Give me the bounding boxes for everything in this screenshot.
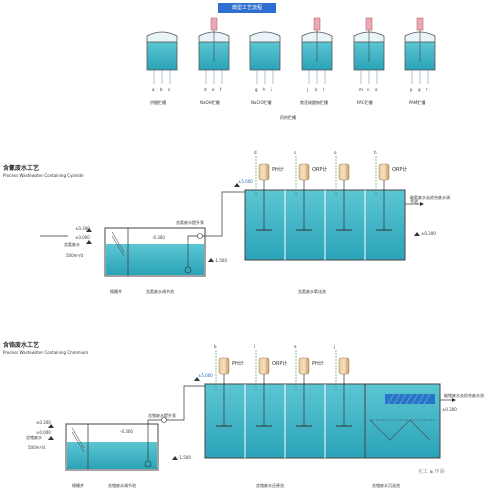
tank-label-bisulfite: 焦亚硫酸钠贮槽 [300,100,328,105]
watermark: 化工 ▪ 环保 [418,469,445,475]
chromium-caption: 含铬废水还原池 [256,483,284,488]
reactor-letter: i [254,344,256,349]
tank-bisulfite [301,17,333,71]
chromium-level: ±0.000 [36,430,51,435]
tank-letter: i [271,87,273,92]
section-header: 典型工艺流程 [218,3,276,13]
cyanide-caption: 含氰废水调节池 [146,289,174,294]
tank-letter: r [426,87,428,92]
cyanide-inflow-label: 含氰废水 [64,242,80,247]
reactor-letter: s [294,150,297,155]
chromium-sensor: PH计 [232,361,244,367]
cyanide-process [40,156,424,277]
chromium-level: ±5.000 [198,373,213,378]
tank-label-pac: PAC贮槽 [357,100,373,105]
chromium-caption: 含铬废水沉淀池 [372,483,400,488]
tank-pac [353,17,385,71]
chromium-level: ±0.300 [36,420,51,425]
tank-letter: c [168,87,171,92]
cyanide-flow: 500m³/d [66,253,84,258]
chromium-caption: 含铬废水调节池 [108,483,136,488]
tank-letter: g [255,87,258,92]
reactor-letter: b [214,344,217,349]
chromium-flow: 500m³/d [28,445,46,450]
tank-label-acid: 供酸贮槽 [150,100,166,105]
tank-letter: k [315,87,318,92]
chromium-level: -0.300 [120,429,133,434]
tank-letter: h [263,87,266,92]
cyanide-caption: 格栅井 [110,289,122,294]
cyanide-level: -0.300 [152,235,165,240]
tank-naoh [198,17,230,71]
tank-letter: e [212,87,215,92]
tank-letter: f [220,87,222,92]
storage-tanks-row [146,17,436,84]
cyanide-level: ±0.000 [75,235,90,240]
tank-letter: l [323,87,325,92]
cyanide-level: ±0.300 [421,231,436,236]
chromium-outlet: 破铬废水去综合废水池 [444,393,484,398]
tank-acid [146,31,178,71]
chromium-process [48,350,456,471]
cyanide-title: 含氰废水工艺 [3,165,40,172]
tank-label-naclo: NaClO贮槽 [251,100,272,105]
chromium-pump-label: 含铬废水提升泵 [148,413,176,418]
chromium-level: -1.500 [178,455,191,460]
tank-letter: d [204,87,207,92]
chromium-title: 含铬废水工艺 [3,342,40,349]
chromium-level: ±0.300 [442,407,457,412]
chromium-caption: 格栅井 [72,483,84,488]
chromium-mixers [216,357,352,427]
cyanide-sensor: ORP计 [312,167,328,173]
tank-letter: m [359,87,363,92]
tank-letter: n [367,87,370,92]
reactor-letter: j [334,344,336,349]
tank-pam [404,17,436,71]
chromium-inflow-label: 含铬废水 [26,435,42,440]
tank-naclo [249,31,281,71]
tank-letter: q [418,87,421,92]
tank-letter: j [307,87,309,92]
tank-letter: a [152,87,155,92]
cyanide-sensor: PH计 [272,167,284,173]
chromium-title-en: Process Wastewater Containing Chromium [3,350,89,355]
chromium-sensor: PH计 [312,361,324,367]
reactor-letter: h [374,150,377,155]
reactor-letter: d [254,150,257,155]
cyanide-outlet: 破氰废水去综合废水调节池 [410,195,450,204]
cyanide-pump-label: 含氰废水提升泵 [176,220,204,225]
cyanide-title-en: Process Wastewater Containing Cyanide [3,173,84,178]
tank-letter: o [375,87,378,92]
cyanide-level: -1.500 [214,258,227,263]
cyanide-level: ±5.000 [238,179,253,184]
cyanide-sensor: ORP计 [392,167,408,173]
tank-letter: p [410,87,413,92]
tank-label-pam: PAM贮槽 [409,100,426,105]
tank-label-naoh: NaOH贮槽 [200,100,220,105]
tank-letter: b [160,87,163,92]
reactor-letter: o [334,150,337,155]
cyanide-mixers [256,163,392,231]
cyanide-level: ±0.300 [75,226,90,231]
chromium-sensor: ORP计 [272,361,288,367]
tanks-caption: 药剂贮槽 [280,115,296,120]
cyanide-caption: 含氰废水氧化池 [298,289,326,294]
reactor-letter: e [294,344,297,349]
